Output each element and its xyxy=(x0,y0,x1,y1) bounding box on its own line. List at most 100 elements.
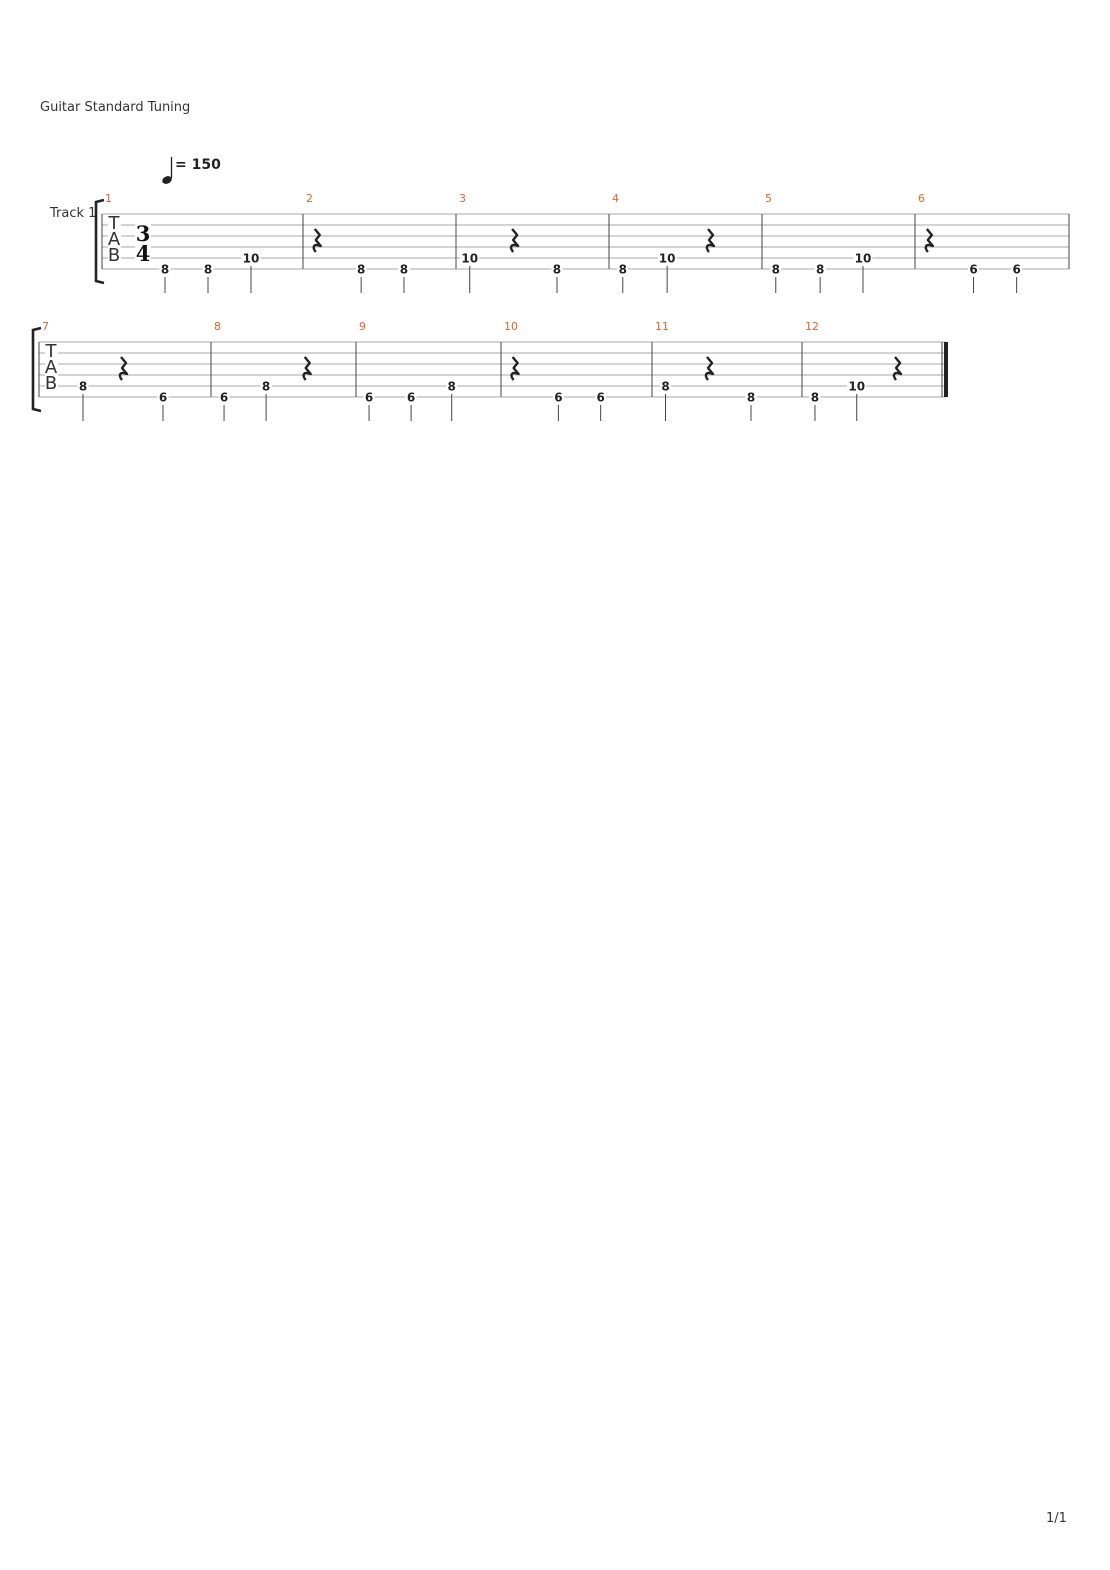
fret-number: 6 xyxy=(1012,263,1020,277)
tab-clef-letter: B xyxy=(108,245,120,266)
fret-mask xyxy=(77,379,89,392)
quarter-rest-icon xyxy=(312,228,322,253)
track-name: Track 1 xyxy=(49,206,96,221)
tempo-marking: = 150 xyxy=(162,157,221,184)
measure-9: 9 6 6 8 xyxy=(359,320,458,421)
fret-mask xyxy=(552,390,564,403)
tempo-value: = 150 xyxy=(175,157,221,173)
measure-12: 12 8 10 xyxy=(805,320,903,421)
tab-clef-mask xyxy=(45,343,58,359)
quarter-rest-icon xyxy=(892,356,903,381)
quarter-rest-icon xyxy=(924,228,935,253)
fret-number: 8 xyxy=(79,380,87,394)
fret-mask xyxy=(770,262,782,275)
measure-10: 10 6 6 xyxy=(504,320,607,421)
measure-number: 12 xyxy=(805,320,819,333)
fret-mask xyxy=(157,390,169,403)
fret-number: 6 xyxy=(969,263,977,277)
quarter-rest-icon xyxy=(510,356,520,381)
fret-mask xyxy=(847,379,867,392)
tab-clef-mask xyxy=(108,215,121,231)
system-bracket xyxy=(94,198,105,285)
measure-number: 6 xyxy=(918,192,925,205)
fret-number: 8 xyxy=(204,263,212,277)
fret-mask xyxy=(551,262,563,275)
fret-mask xyxy=(260,379,272,392)
fret-number: 8 xyxy=(400,263,408,277)
measure-number: 7 xyxy=(42,320,49,333)
measure-6: 6 6 6 xyxy=(918,192,1023,293)
quarter-note-icon xyxy=(162,176,172,184)
time-signature-mask xyxy=(135,222,151,262)
measure-number: 11 xyxy=(655,320,669,333)
fret-mask xyxy=(241,251,261,264)
quarter-rest-icon xyxy=(302,356,312,381)
fret-number: 8 xyxy=(816,263,824,277)
fret-number: 10 xyxy=(855,252,872,266)
fret-number: 6 xyxy=(220,391,228,405)
fret-number: 6 xyxy=(596,391,604,405)
fret-number: 10 xyxy=(848,380,865,394)
tab-clef-letter: A xyxy=(45,357,58,378)
fret-number: 6 xyxy=(365,391,373,405)
fret-number: 8 xyxy=(357,263,365,277)
tab-clef-letter: A xyxy=(108,229,121,250)
fret-mask xyxy=(853,251,873,264)
measure-number: 4 xyxy=(612,192,619,205)
quarter-rest-icon xyxy=(509,228,520,253)
measure-4: 4 8 10 xyxy=(612,192,716,293)
fret-mask xyxy=(363,390,375,403)
measure-5: 5 8 8 10 xyxy=(765,192,873,293)
fret-mask xyxy=(660,379,671,392)
fret-mask xyxy=(617,262,629,275)
fret-mask xyxy=(398,262,410,275)
fret-number: 8 xyxy=(262,380,270,394)
tab-clef-mask xyxy=(108,247,121,263)
fret-number: 8 xyxy=(161,263,169,277)
measure-number: 1 xyxy=(105,192,112,205)
tab-clef-letter: B xyxy=(45,373,57,394)
fret-number: 10 xyxy=(461,252,478,266)
fret-number: 6 xyxy=(159,391,167,405)
fret-mask xyxy=(814,262,826,275)
tab-clef-mask xyxy=(45,375,58,391)
fret-mask xyxy=(809,390,821,403)
measure-number: 5 xyxy=(765,192,772,205)
fret-number: 8 xyxy=(661,380,669,394)
tab-clef-letter: T xyxy=(45,341,58,362)
fret-number: 8 xyxy=(619,263,627,277)
fret-number: 6 xyxy=(554,391,562,405)
measure-1: 1 8 8 10 xyxy=(105,192,261,293)
tab-clef-letter: T xyxy=(108,213,121,234)
time-signature-top: 3 xyxy=(136,221,151,246)
tab-system-2: TAB 7 8 6 8 6 8 9 6 6 8 10 6 6 11 8 8 12 8 10 xyxy=(31,320,948,421)
fret-mask xyxy=(218,390,230,403)
measure-7: 7 8 6 xyxy=(42,320,169,421)
fret-number: 8 xyxy=(811,391,819,405)
measure-number: 10 xyxy=(504,320,518,333)
measure-11: 11 8 8 xyxy=(655,320,757,421)
fret-number: 8 xyxy=(448,380,456,394)
fret-mask xyxy=(355,262,367,275)
fret-number: 10 xyxy=(659,252,676,266)
measure-8: 8 6 8 xyxy=(214,320,312,421)
fret-mask xyxy=(405,390,417,403)
measure-number: 8 xyxy=(214,320,221,333)
fret-number: 6 xyxy=(407,391,415,405)
measure-number: 9 xyxy=(359,320,366,333)
fret-number: 8 xyxy=(747,391,755,405)
fret-mask xyxy=(1011,262,1023,275)
system-bracket xyxy=(31,326,42,413)
fret-number: 10 xyxy=(243,252,260,266)
fret-number: 8 xyxy=(772,263,780,277)
quarter-rest-icon xyxy=(118,356,129,381)
tuning-label: Guitar Standard Tuning xyxy=(40,100,191,115)
fret-mask xyxy=(202,262,214,275)
fret-mask xyxy=(657,251,677,264)
measure-number: 3 xyxy=(459,192,466,205)
fret-mask xyxy=(745,390,757,403)
